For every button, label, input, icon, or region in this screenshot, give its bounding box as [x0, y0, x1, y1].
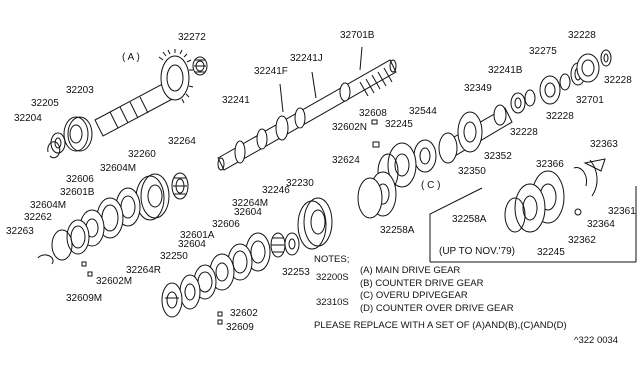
notes-line-d: (D) COUNTER OVER DRIVE GEAR	[360, 303, 514, 314]
gear-32230	[297, 197, 333, 250]
bearing-stack-upper-right	[510, 49, 612, 114]
small-parts-32602-32609	[217, 311, 223, 325]
gear-32264	[171, 172, 189, 200]
part-label-32264R: 32264R	[126, 265, 162, 276]
part-label-32544: 32544	[409, 106, 437, 117]
part-label-32608: 32608	[359, 108, 387, 119]
countershaft-32241	[217, 59, 397, 171]
part-label-32204: 32204	[14, 113, 42, 124]
leader-32701B	[359, 46, 363, 71]
part-label-32624: 32624	[332, 155, 360, 166]
part-label-32604M-upper: 32604M	[100, 163, 137, 174]
notes-code-32310S: 32310S	[316, 297, 349, 308]
part-label-32363: 32363	[590, 139, 618, 150]
notes-replace: PLEASE REPLACE WITH A SET OF (A)AND(B),(…	[314, 320, 567, 331]
small-parts-32602M-32609M	[81, 261, 93, 277]
part-label-32245-upper: 32245	[385, 119, 413, 130]
part-label-32361: 32361	[608, 206, 636, 217]
callout-a: ( A )	[122, 52, 140, 63]
part-label-32228-top: 32228	[568, 30, 596, 41]
ring-32253	[284, 232, 300, 256]
part-label-32230: 32230	[286, 178, 314, 189]
part-label-32602: 32602	[230, 308, 258, 319]
inset-gear-cluster	[504, 158, 606, 233]
notes-heading: NOTES;	[314, 254, 350, 265]
part-label-32263: 32263	[6, 226, 34, 237]
overdrive-gear-cluster	[377, 104, 513, 191]
part-label-32601B: 32601B	[60, 187, 95, 198]
part-label-32604M-lower: 32604M	[30, 200, 67, 211]
part-label-32366: 32366	[536, 159, 564, 170]
part-label-32350: 32350	[458, 166, 486, 177]
main-drive-gear-shaft	[94, 49, 194, 137]
part-label-32228-right: 32228	[604, 75, 632, 86]
gear-32258A	[357, 171, 397, 219]
part-label-32604-upper: 32604	[234, 207, 262, 218]
part-label-32349: 32349	[464, 83, 492, 94]
part-label-32609M: 32609M	[66, 293, 103, 304]
small-parts-32608-32602N	[371, 119, 380, 148]
ring-32262	[51, 229, 73, 261]
gear-32260	[135, 173, 170, 221]
part-label-32264M: 32264M	[232, 198, 269, 209]
part-label-32250: 32250	[160, 251, 188, 262]
part-label-32604-lower: 32604	[178, 239, 206, 250]
part-label-32606-bottom: 32606	[212, 219, 240, 230]
part-label-32241F: 32241F	[254, 66, 288, 77]
part-label-32262: 32262	[24, 212, 52, 223]
part-label-32275: 32275	[529, 46, 557, 57]
notes-line-c: (C) OVERU DPIVEGEAR	[360, 290, 468, 301]
inset-box	[429, 186, 637, 263]
inset-caption: (UP TO NOV.'79)	[439, 246, 516, 257]
notes-line-b: (B) COUNTER DRIVE GEAR	[360, 278, 484, 289]
footer-code: ^322 0034	[574, 335, 619, 346]
snap-ring-32204	[47, 141, 61, 159]
part-label-32228-mid: 32228	[546, 111, 574, 122]
part-label-32352: 32352	[484, 151, 512, 162]
part-label-32701B: 32701B	[340, 30, 375, 41]
part-label-32253: 32253	[282, 267, 310, 278]
part-label-32258A-upper: 32258A	[380, 225, 415, 236]
gear-32264R	[161, 282, 183, 318]
part-label-32272: 32272	[178, 32, 206, 43]
part-label-32228-low: 32228	[510, 127, 538, 138]
notes-line-a: (A) MAIN DRIVE GEAR	[360, 265, 461, 276]
part-label-32245-inset: 32245	[537, 247, 565, 258]
part-label-32241J: 32241J	[290, 53, 323, 64]
part-label-32205: 32205	[31, 98, 59, 109]
part-label-32602M: 32602M	[96, 276, 133, 287]
part-label-32701: 32701	[576, 95, 604, 106]
callout-c: ( C )	[421, 180, 441, 191]
part-label-32602N: 32602N	[332, 122, 368, 133]
part-label-32241B: 32241B	[488, 65, 523, 76]
part-label-32241: 32241	[222, 95, 250, 106]
washer-32205	[50, 132, 66, 154]
part-label-32264: 32264	[168, 136, 196, 147]
part-label-32601A: 32601A	[180, 230, 215, 241]
part-label-32258A-inset: 32258A	[452, 214, 487, 225]
part-label-32606-left: 32606	[66, 174, 94, 185]
part-label-32364: 32364	[587, 219, 615, 230]
gear-32250	[179, 274, 201, 310]
part-label-32609: 32609	[226, 322, 254, 333]
part-label-32260: 32260	[128, 149, 156, 160]
bearing-32264M	[270, 232, 286, 258]
needle-bearing-32272	[192, 56, 208, 76]
bearing-32203	[63, 116, 93, 152]
part-label-32246: 32246	[262, 185, 290, 196]
leader-32241F	[279, 83, 284, 113]
spring-32263	[37, 254, 54, 265]
notes-code-32200S: 32200S	[316, 272, 349, 283]
part-label-32362: 32362	[568, 235, 596, 246]
leader-32241J	[311, 71, 317, 99]
part-label-32203: 32203	[66, 85, 94, 96]
